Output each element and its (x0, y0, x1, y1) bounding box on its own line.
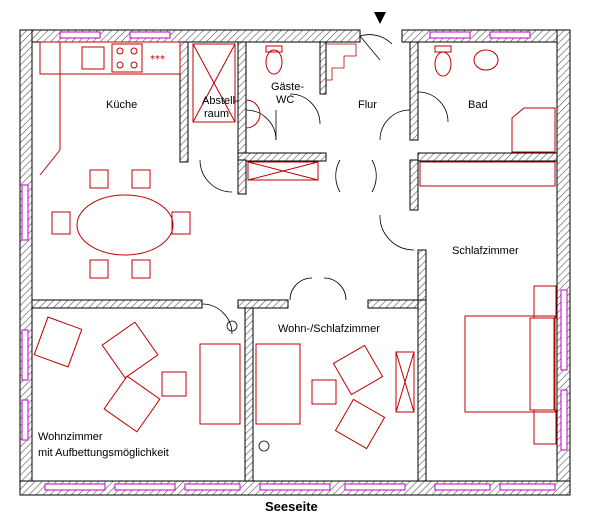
room-label-gaeste-wc-2: WC (276, 94, 294, 106)
column-marker (258, 440, 270, 452)
bed (464, 285, 557, 445)
room-label-wohn-schlafzimmer: Wohn-/Schlafzimmer (278, 323, 380, 335)
room-label-abstellraum-2: raum (204, 108, 229, 120)
bedroom-wardrobe (419, 161, 556, 187)
room-label-abstellraum: Abstell- (202, 95, 239, 107)
room-label-kueche: Küche (106, 99, 137, 111)
doors (199, 34, 449, 335)
windows (21, 31, 568, 491)
room-label-flur: Flur (358, 99, 377, 111)
wohnzimmer-furniture (33, 316, 241, 433)
room-label-wohnzimmer: Wohnzimmer (38, 431, 103, 443)
flur-staircase (326, 43, 357, 81)
guest-wc-fixtures (245, 45, 283, 129)
kitchen-marker-icon: *** (150, 54, 165, 65)
room-label-wohnzimmer-2: mit Aufbettungsmöglichkeit (38, 447, 169, 459)
column-marker (226, 320, 238, 332)
flur-wardrobe (247, 161, 319, 181)
dining-table (51, 169, 191, 279)
footer-caption: Seeseite (265, 499, 318, 514)
abstellraum-shelf (192, 43, 236, 123)
room-label-gaeste-wc: Gäste- (271, 81, 304, 93)
entrance-arrow-icon (374, 12, 386, 24)
wohnschlaf-furniture (255, 343, 415, 450)
room-label-schlafzimmer: Schlafzimmer (452, 245, 519, 257)
interior-walls (31, 41, 558, 482)
bath-fixtures (434, 45, 556, 153)
room-label-bad: Bad (468, 99, 488, 111)
kitchen-counter (39, 41, 181, 176)
